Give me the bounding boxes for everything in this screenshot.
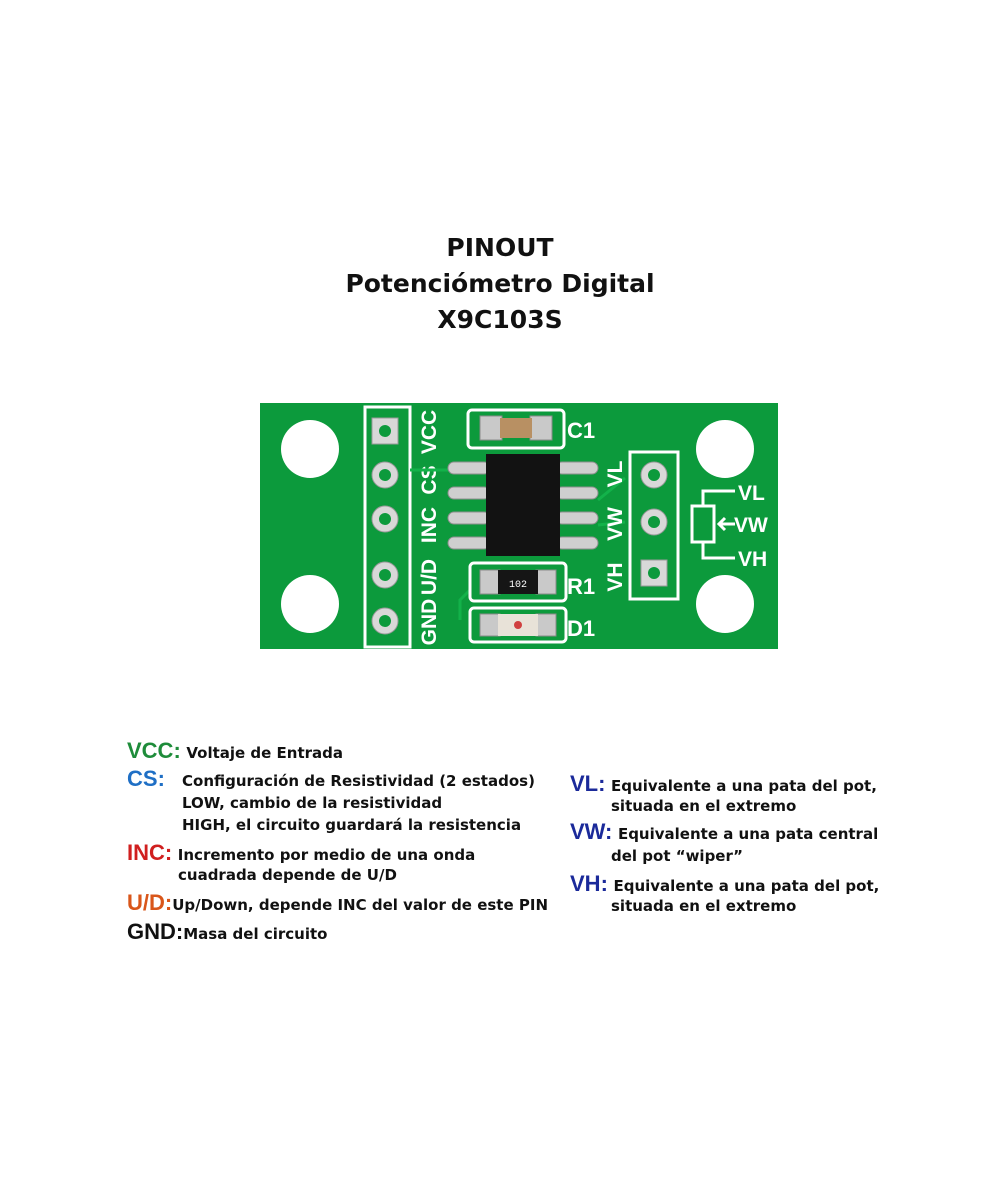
legend-cs: CS: — [127, 766, 165, 792]
legend-desc-vl-1: Equivalente a una pata del pot, — [611, 777, 877, 795]
legend-ud: U/D:Up/Down, depende INC del valor de es… — [127, 890, 548, 916]
symbol-label-vl: VL — [738, 482, 765, 505]
mounting-holes — [281, 420, 754, 633]
pin-label-ud: U/D — [418, 559, 441, 595]
pin-label-vw: VW — [604, 507, 627, 541]
right-header-pads — [640, 461, 668, 587]
legend-vl: VL: Equivalente a una pata del pot, — [570, 771, 877, 797]
legend-vcc: VCC: Voltaje de Entrada — [127, 738, 343, 764]
label-d1: D1 — [567, 616, 595, 641]
legend-inc: INC: Incremento por medio de una onda — [127, 840, 475, 866]
legend-desc-ud: Up/Down, depende INC del valor de este P… — [172, 896, 548, 914]
legend-desc-cs-3: HIGH, el circuito guardará la resistenci… — [182, 816, 522, 834]
legend-desc-cs-1: Configuración de Resistividad (2 estados… — [182, 772, 535, 790]
legend-pin-vcc: VCC — [127, 738, 174, 763]
resistor-code: 102 — [509, 580, 527, 591]
legend-pin-vl: VL — [570, 771, 599, 796]
title-pinout: PINOUT — [446, 233, 554, 262]
legend-gnd: GND:Masa del circuito — [127, 919, 327, 945]
pin-label-vh: VH — [604, 562, 627, 591]
legend-desc-gnd: Masa del circuito — [183, 925, 328, 943]
symbol-label-vh: VH — [738, 548, 767, 571]
title-block: PINOUT Potenciómetro Digital X9C103S — [0, 230, 1000, 338]
title-device-type: Potenciómetro Digital — [345, 269, 655, 298]
pin-label-vcc: VCC — [418, 410, 441, 454]
legend-colon: : — [598, 771, 606, 796]
pcb-traces — [410, 468, 626, 620]
legend-pin-vw: VW — [570, 819, 606, 844]
legend-desc-inc-1: Incremento por medio de una onda — [177, 846, 476, 864]
right-pin-labels: VL VW VH — [604, 460, 627, 591]
legend-vh: VH: Equivalente a una pata del pot, — [570, 871, 879, 897]
title-part-number: X9C103S — [437, 305, 563, 334]
legend-pin-cs: CS — [127, 766, 158, 791]
pin-label-gnd: GND — [418, 599, 441, 646]
legend-desc-vcc: Voltaje de Entrada — [186, 744, 344, 762]
pcb-diagram: VCC CS INC U/D GND C1 102 R1 — [260, 403, 778, 649]
legend-desc-vw-2: del pot “wiper” — [611, 847, 744, 865]
legend-colon: : — [173, 738, 181, 763]
resistor-r1: 102 R1 — [468, 561, 595, 603]
legend-colon: : — [605, 819, 613, 844]
pin-label-inc: INC — [418, 507, 441, 543]
capacitor-c1: C1 — [466, 408, 595, 450]
led-d1: D1 — [468, 606, 595, 644]
legend-desc-cs-2: LOW, cambio de la resistividad — [182, 794, 443, 812]
label-r1: R1 — [567, 574, 595, 599]
legend-pin-inc: INC — [127, 840, 165, 865]
left-pin-labels: VCC CS INC U/D GND — [418, 410, 441, 646]
legend-colon: : — [164, 840, 173, 865]
legend-colon: : — [600, 871, 608, 896]
symbol-label-vw: VW — [734, 514, 768, 537]
legend-desc-vh-2: situada en el extremo — [611, 897, 797, 915]
legend-vw: VW: Equivalente a una pata central — [570, 819, 878, 845]
left-header-pads — [371, 417, 399, 635]
legend-colon: : — [164, 890, 173, 915]
legend-pin-gnd: GND — [127, 919, 176, 944]
potentiometer-symbol-labels: VL VW VH — [734, 482, 768, 571]
right-header-outline — [628, 450, 680, 601]
potentiometer-symbol — [690, 489, 735, 560]
legend-desc-vl-2: situada en el extremo — [611, 797, 797, 815]
pin-label-cs: CS — [418, 465, 441, 494]
legend-desc-vh-1: Equivalente a una pata del pot, — [613, 877, 880, 895]
chip-x9c103s — [486, 454, 560, 556]
legend-pin-vh: VH — [570, 871, 601, 896]
legend-desc-inc-2: cuadrada depende de U/D — [178, 866, 397, 884]
legend-desc-vw-1: Equivalente a una pata central — [617, 825, 879, 843]
legend-colon: : — [157, 766, 165, 791]
pin-label-vl: VL — [604, 460, 627, 487]
legend-colon: : — [175, 919, 184, 944]
legend-pin-ud: U/D — [127, 890, 165, 915]
label-c1: C1 — [567, 418, 595, 443]
